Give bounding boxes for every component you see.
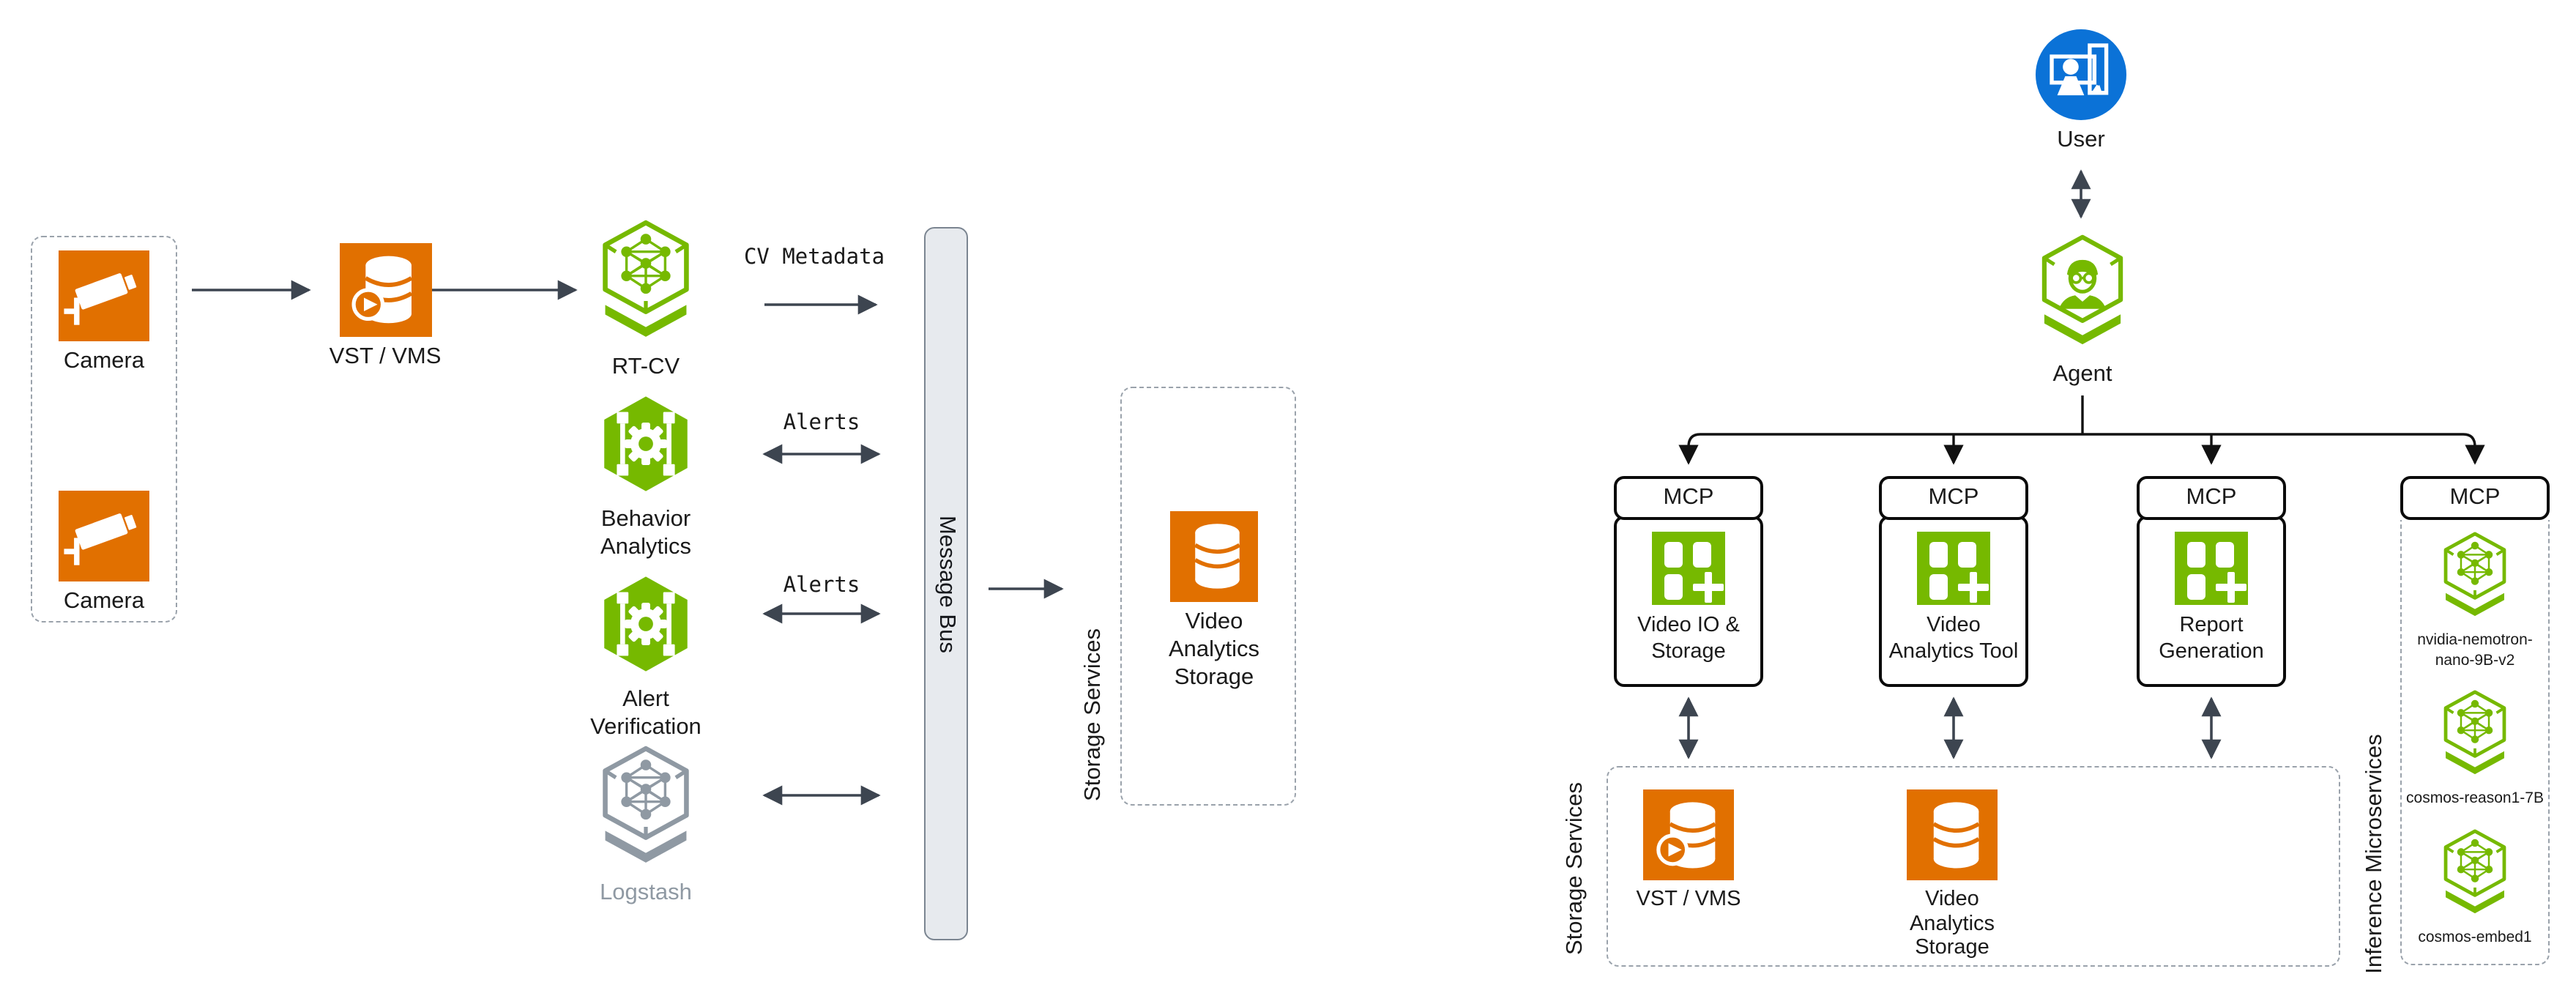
vst-vms-label: VST / VMS [1636, 888, 1741, 911]
behavior-analytics-node: Behavior Analytics [565, 395, 726, 562]
camera-icon [59, 250, 149, 341]
video-analytics-storage-label: Video Analytics Storage [1168, 609, 1260, 690]
user-label: User [2057, 127, 2105, 152]
cv-metadata-edge-label: CV Metadata [743, 246, 885, 270]
video-analytics-storage-label: Video Analytics Storage [1909, 888, 1995, 960]
agent-icon [2037, 234, 2128, 354]
nim-icon [598, 220, 694, 347]
logstash-label: Logstash [600, 880, 692, 905]
agent-tree-bar [1687, 433, 2476, 460]
camera-node-2: Camera [45, 491, 163, 617]
model-item: nvidia-nemotron-nano-9B-v2 [2405, 532, 2545, 672]
logstash-node: Logstash [565, 746, 726, 908]
mcp-header: MCP [2400, 476, 2550, 520]
message-bus: Message Bus [924, 227, 968, 940]
mcp-header: MCP [1879, 476, 2028, 520]
alert-verification-label: Alert Verification [590, 687, 701, 740]
camera-icon [59, 491, 149, 581]
gear-hexagon-icon [598, 576, 694, 680]
camera-node-1: Camera [45, 250, 163, 376]
agent-node: Agent [2009, 234, 2156, 390]
video-analytics-storage-node: Video Analytics Storage [1133, 511, 1295, 692]
model-label: cosmos-reason1-7B [2406, 789, 2544, 808]
mcp-tool-label: Report Generation [2159, 614, 2264, 664]
alert-verification-node: Alert Verification [565, 576, 726, 743]
tool-icon [2175, 532, 2248, 605]
user-icon [2036, 29, 2126, 120]
mcp-server-video-io: MCP Video IO & Storage [1614, 476, 1763, 687]
camera-label: Camera [63, 589, 145, 614]
storage-services-box [1120, 387, 1296, 806]
storage-services-group-label: Storage Services [1081, 628, 1106, 802]
alerts-edge-label: Alerts [783, 574, 860, 598]
nim-icon [598, 746, 694, 873]
inference-microservices-box: nvidia-nemotron-nano-9B-v2 cosmos-reason… [2400, 520, 2550, 965]
behavior-analytics-label: Behavior Analytics [600, 507, 692, 560]
rt-cv-node: RT-CV [565, 220, 726, 382]
alerts-edge-label: Alerts [783, 412, 860, 435]
model-label: nvidia-nemotron-nano-9B-v2 [2417, 631, 2533, 670]
mcp-header: MCP [1614, 476, 1763, 520]
storage-services-group-label: Storage Services [1563, 781, 1587, 956]
mcp-server-report-generation: MCP Report Generation [2137, 476, 2286, 687]
model-item: cosmos-reason1-7B [2405, 691, 2545, 809]
video-analytics-storage-icon [1907, 789, 1998, 880]
mcp-server-inference: MCP [2400, 476, 2550, 520]
mcp-tool-label: Video Analytics Tool [1888, 614, 2019, 664]
camera-label: Camera [63, 349, 145, 374]
tool-icon [1917, 532, 1990, 605]
inference-microservices-group-label: Inference Microservices [2362, 734, 2387, 974]
nim-icon [2440, 828, 2510, 922]
vst-vms-icon [1643, 789, 1734, 880]
nim-icon [2440, 691, 2510, 784]
vst-vms-node: VST / VMS [305, 243, 466, 372]
nim-icon [2440, 532, 2510, 625]
agent-label: Agent [2052, 362, 2112, 387]
model-item: cosmos-embed1 [2405, 828, 2545, 947]
camera-group-box [31, 236, 177, 622]
mcp-server-video-analytics: MCP Video Analytics Tool [1879, 476, 2028, 687]
video-analytics-storage-icon [1170, 511, 1258, 602]
gear-hexagon-icon [598, 395, 694, 499]
message-bus-label: Message Bus [934, 515, 959, 653]
vst-vms-label: VST / VMS [329, 344, 442, 369]
video-analytics-storage-node: Video Analytics Storage [1872, 789, 2033, 961]
model-label: cosmos-embed1 [2418, 928, 2532, 946]
storage-services-box [1607, 766, 2340, 967]
vst-vms-node: VST / VMS [1608, 789, 1769, 913]
user-node: User [2008, 29, 2154, 155]
tool-icon [1652, 532, 1725, 605]
vst-vms-icon [339, 243, 431, 337]
rt-cv-label: RT-CV [611, 354, 680, 379]
mcp-tool-label: Video IO & Storage [1637, 614, 1740, 664]
mcp-header: MCP [2137, 476, 2286, 520]
